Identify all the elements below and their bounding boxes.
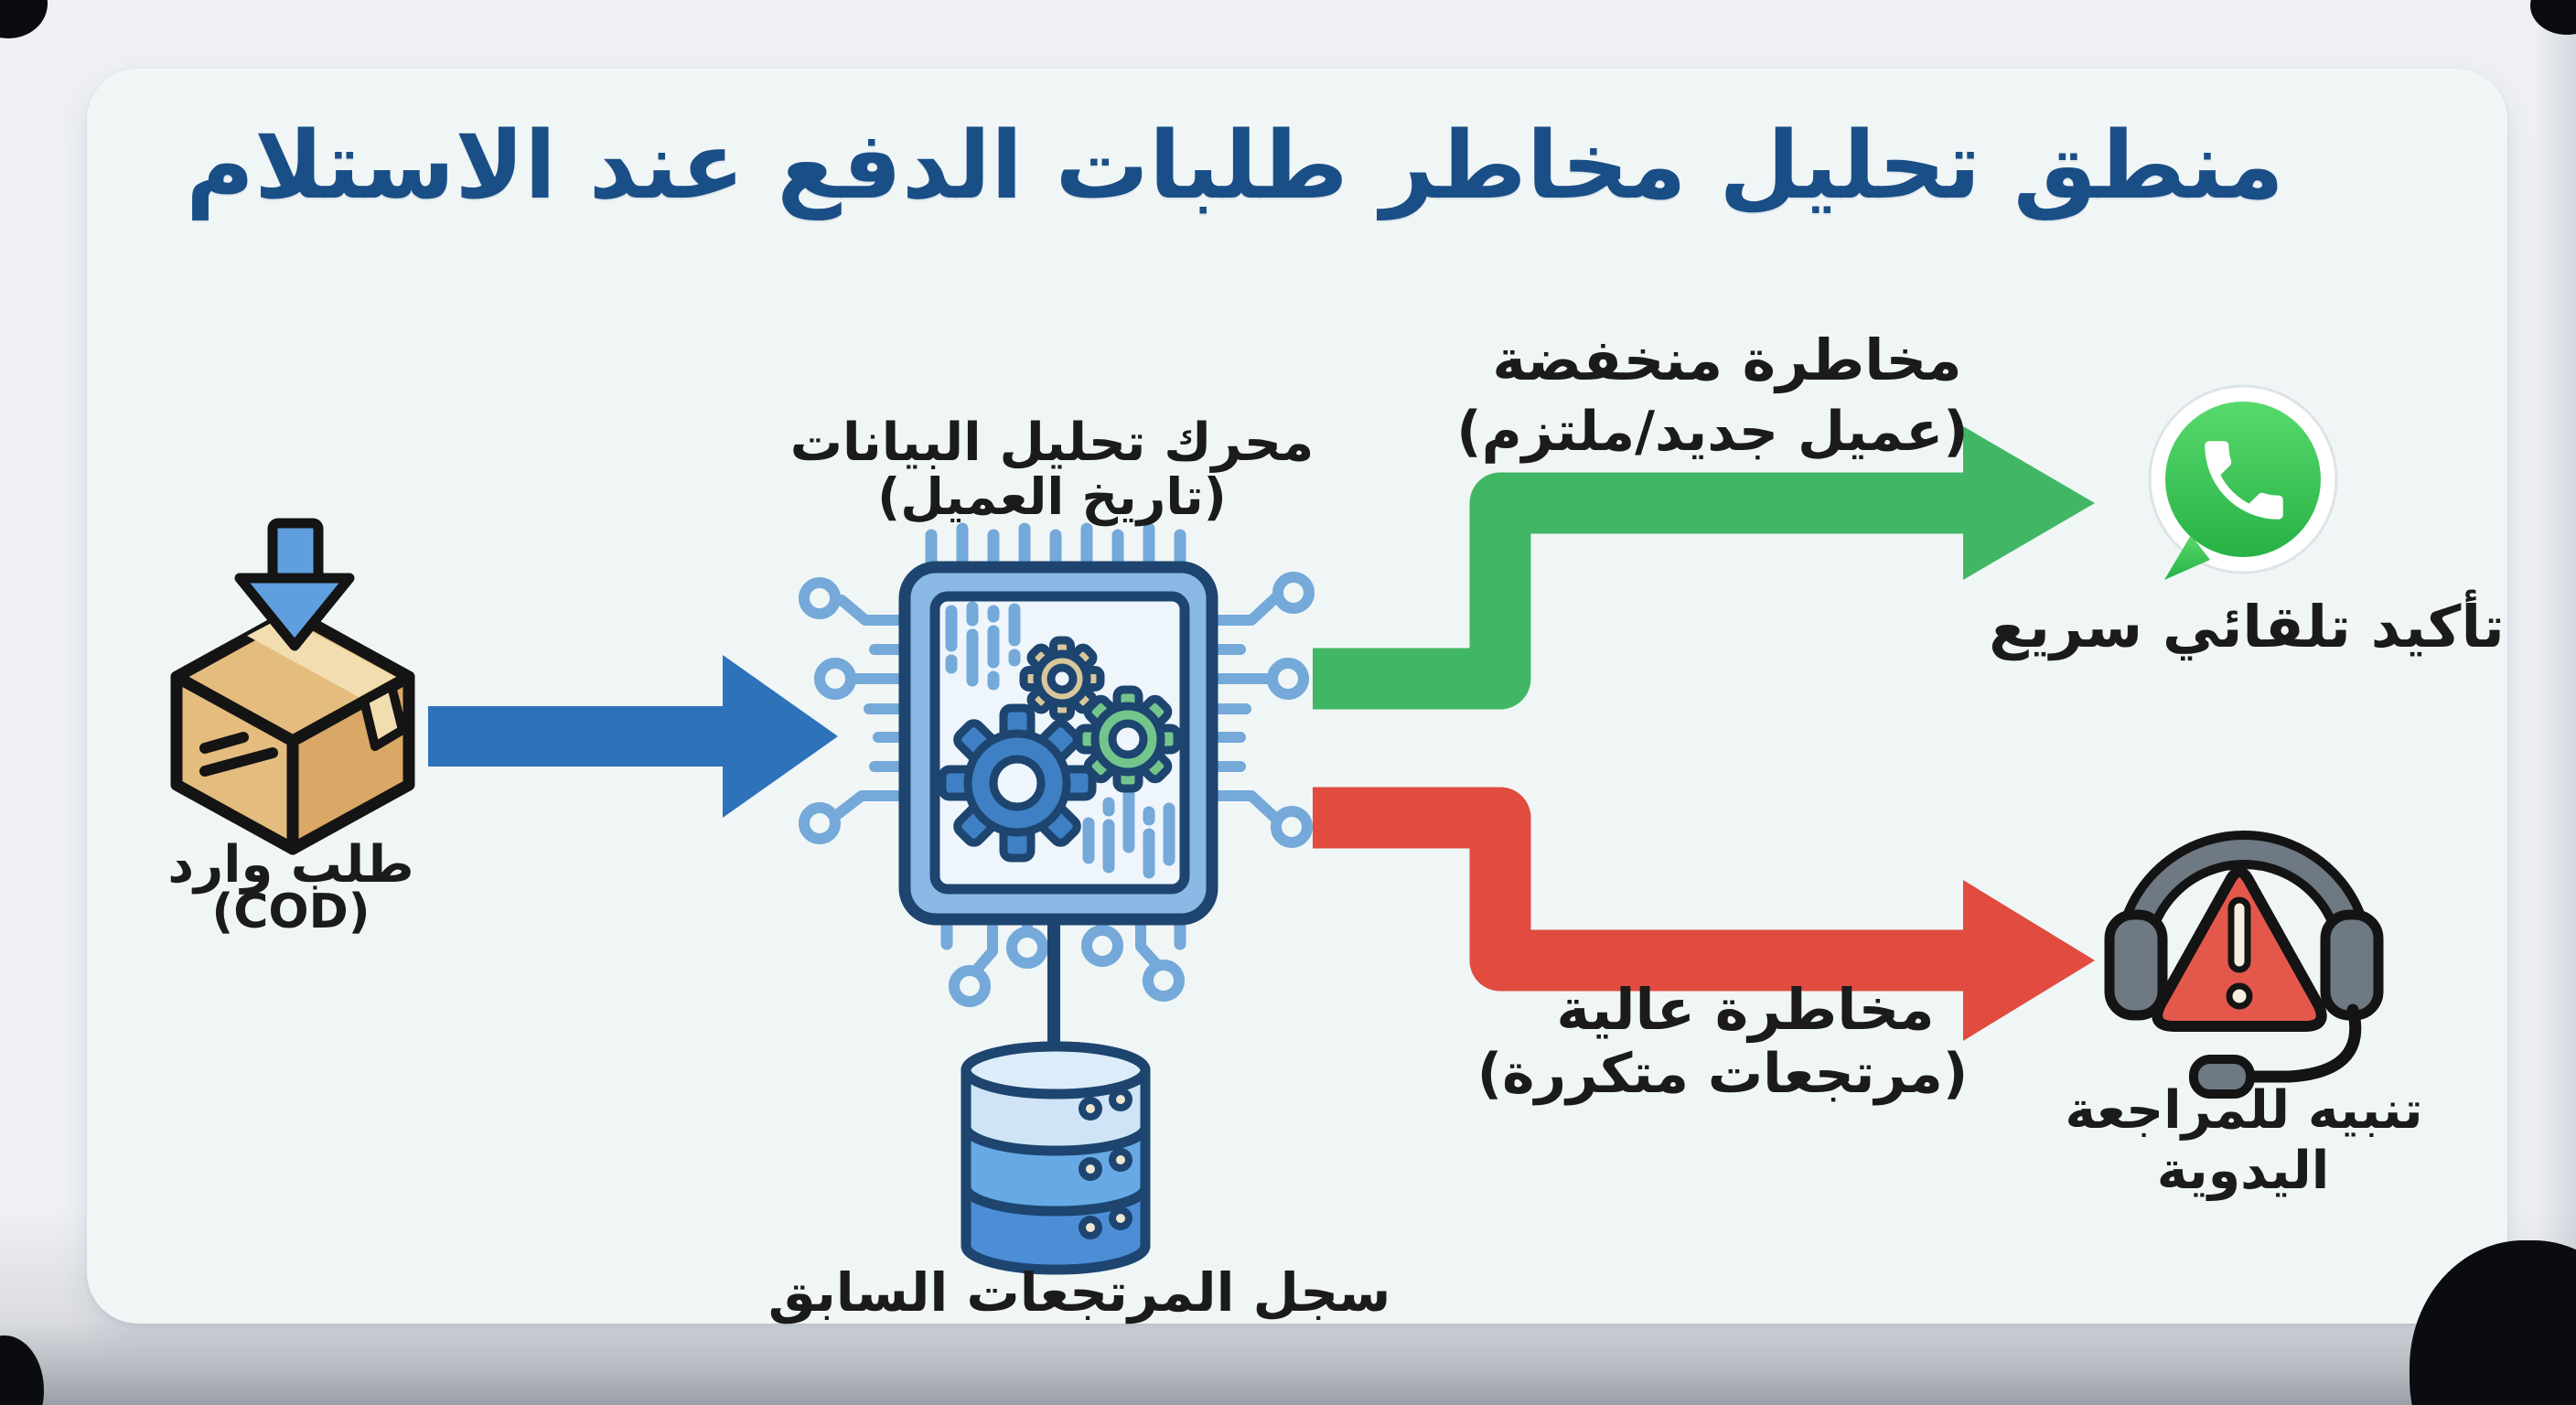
incoming-order-label: طلب وارد: [167, 835, 414, 895]
gear-blue: [938, 703, 1097, 863]
chip-left-traces: [799, 577, 911, 844]
manual-review-label-line1: تنبيه للمراجعة: [2065, 1080, 2423, 1141]
input-arrow: [428, 655, 838, 818]
chip-right-traces: [1206, 572, 1315, 848]
gear-green: [1074, 685, 1182, 793]
auto-confirm-label: تأكيد تلقائي سريع: [1989, 594, 2505, 660]
manual-review-label-line2: اليدوية: [2156, 1141, 2330, 1201]
chip-bottom-traces: [940, 911, 1186, 1007]
returns-log-label: سجل المرتجعات السابق: [767, 1261, 1391, 1324]
page-title: منطق تحليل مخاطر طلبات الدفع عند الاستلا…: [186, 112, 2285, 220]
low-risk-arrow: [1313, 426, 2095, 710]
database-icon: [961, 1041, 1151, 1275]
high-risk-label-line1: مخاطرة عالية: [1556, 976, 1935, 1043]
database-leds: [1079, 1088, 1132, 1239]
headset-alert-icon: [2104, 831, 2384, 1099]
gear-tan: [1019, 636, 1105, 722]
incoming-order-cod-label: (COD): [211, 885, 370, 939]
cpu-gears-icon: [799, 522, 1315, 1007]
whatsapp-icon: [2148, 384, 2338, 580]
chip-data-stream-bottom: [1082, 788, 1175, 879]
low-risk-label-line2: (عميل جديد/ملتزم): [1456, 400, 1969, 464]
photo-right-edge: [2534, 0, 2576, 1405]
chip-data-stream-top: [945, 601, 1021, 691]
high-risk-arrow: [1313, 787, 2095, 1041]
package-box-icon: [170, 606, 415, 855]
engine-label-line2: (تاريخ العميل): [877, 467, 1227, 526]
incoming-down-arrow-icon: [234, 518, 355, 651]
high-risk-label-line2: (مرتجعات متكررة): [1476, 1042, 1969, 1106]
low-risk-label-line1: مخاطرة منخفضة: [1492, 327, 1962, 393]
engine-label-line1: محرك تحليل البيانات: [789, 413, 1315, 473]
